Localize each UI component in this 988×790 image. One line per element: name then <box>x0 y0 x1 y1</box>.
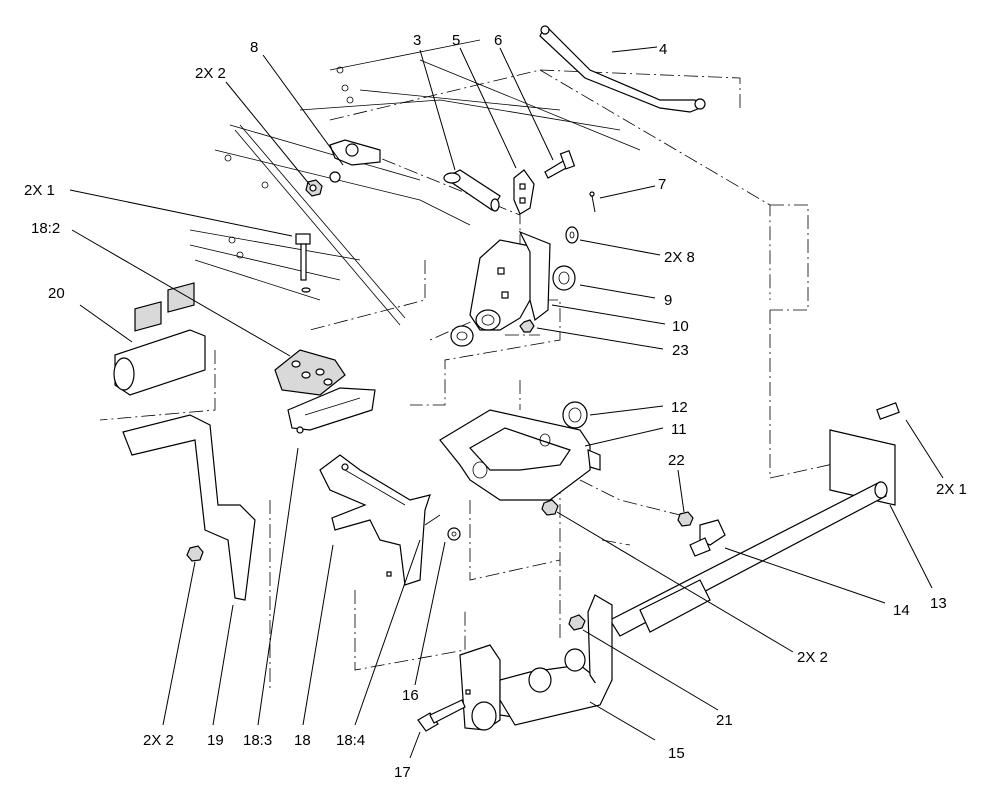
callout-7: 7 <box>658 176 666 193</box>
callout-11: 11 <box>671 421 687 438</box>
callout-10: 10 <box>672 318 689 335</box>
callout-2x1-left: 2X 1 <box>24 182 55 199</box>
clamp-part-8 <box>305 139 381 197</box>
center-bracket-part-11 <box>439 401 601 516</box>
callout-3: 3 <box>413 32 421 49</box>
callout-13: 13 <box>930 595 947 612</box>
pedal-top-part-18-3 <box>287 387 376 434</box>
pedal-bracket-part-10 <box>450 230 576 347</box>
callout-2x1-right: 2X 1 <box>936 481 967 498</box>
callout-19: 19 <box>207 732 224 749</box>
pedal-arm-part-18 <box>319 454 441 586</box>
callout-23: 23 <box>672 342 689 359</box>
callout-4: 4 <box>659 41 667 58</box>
callout-2x2-mid: 2X 2 <box>797 649 828 666</box>
washer-part-2x8 <box>565 226 579 244</box>
callout-18: 18 <box>294 732 311 749</box>
bolt-part-6 <box>544 150 576 179</box>
bolt-part-2x1-left <box>295 233 311 293</box>
callout-12: 12 <box>671 399 688 416</box>
callout-2x8: 2X 8 <box>664 249 695 266</box>
chassis-frame-lines <box>99 69 861 690</box>
bracket-part-19 <box>122 414 256 601</box>
callout-18-2: 18:2 <box>31 220 60 237</box>
callout-15: 15 <box>668 745 685 762</box>
foot-pad-part-20 <box>113 282 206 396</box>
pedal-pad-part-18-2 <box>274 349 346 396</box>
sleeve-part-3 <box>443 169 501 212</box>
leader-lines <box>69 46 944 759</box>
callout-21: 21 <box>716 712 733 729</box>
callout-2x2-bottom: 2X 2 <box>143 732 174 749</box>
callout-17: 17 <box>394 764 411 781</box>
callout-9: 9 <box>664 292 672 309</box>
callout-5: 5 <box>452 32 460 49</box>
callout-2x2-top: 2X 2 <box>195 65 226 82</box>
lower-bracket-part-15 <box>459 594 613 731</box>
nut-part-16 <box>447 527 461 541</box>
callout-18-4: 18:4 <box>336 732 365 749</box>
callout-22: 22 <box>668 452 685 469</box>
callout-14: 14 <box>893 602 910 619</box>
callout-20: 20 <box>48 285 65 302</box>
callout-6: 6 <box>494 32 502 49</box>
rod-part-4 <box>539 25 706 113</box>
callout-labels: 8 3 5 6 4 2X 2 2X 1 18:2 7 2X 8 9 20 10 … <box>24 32 967 781</box>
fitting-part-14 <box>677 511 726 557</box>
callout-16: 16 <box>402 687 419 704</box>
bracket-part-5 <box>513 169 535 215</box>
bolt-part-17 <box>417 699 466 732</box>
upper-frame-panels <box>189 39 641 326</box>
shaft-part-13 <box>609 402 900 637</box>
pin-part-7 <box>589 191 596 213</box>
callout-18-3: 18:3 <box>243 732 272 749</box>
callout-8: 8 <box>250 39 258 56</box>
